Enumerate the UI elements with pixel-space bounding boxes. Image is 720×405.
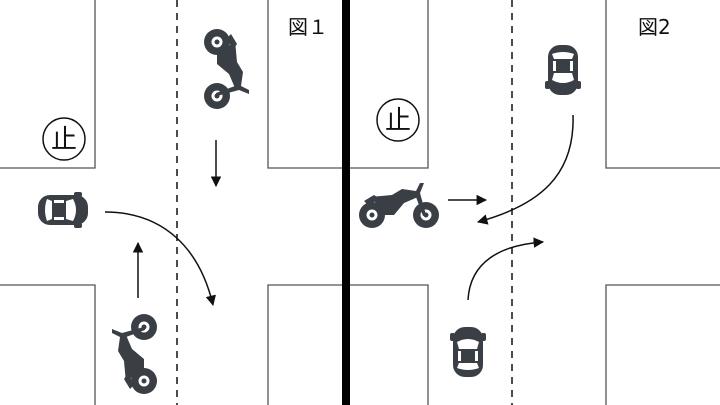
stop-sign-icon: 止 — [42, 117, 86, 161]
figure-1: 図１ 止 — [0, 0, 342, 405]
car-icon — [38, 192, 88, 228]
figure-label: 図2 — [638, 15, 671, 39]
arrow-icon — [476, 114, 574, 225]
block-bottom-left — [0, 284, 96, 405]
car-icon — [450, 327, 486, 377]
stop-sign-text: 止 — [51, 125, 77, 155]
figure-divider — [342, 0, 350, 405]
block-bottom-right — [605, 284, 720, 405]
car-icon — [545, 45, 581, 95]
block-bottom-left — [350, 284, 429, 405]
block-top-left — [0, 0, 96, 169]
stop-sign-icon: 止 — [376, 98, 420, 142]
block-top-right — [267, 0, 342, 169]
arrow-icon — [467, 237, 545, 301]
block-bottom-right — [267, 284, 342, 405]
arrow-icon — [104, 211, 216, 307]
figure-label: 図１ — [288, 15, 328, 39]
stop-sign-text: 止 — [385, 106, 411, 136]
block-top-left — [350, 0, 429, 169]
figure-2: 図2 止 — [350, 0, 720, 405]
motorcycle-icon — [359, 183, 439, 228]
block-top-right — [605, 0, 720, 169]
motorcycle-icon — [204, 29, 249, 109]
motorcycle-icon — [112, 314, 157, 394]
